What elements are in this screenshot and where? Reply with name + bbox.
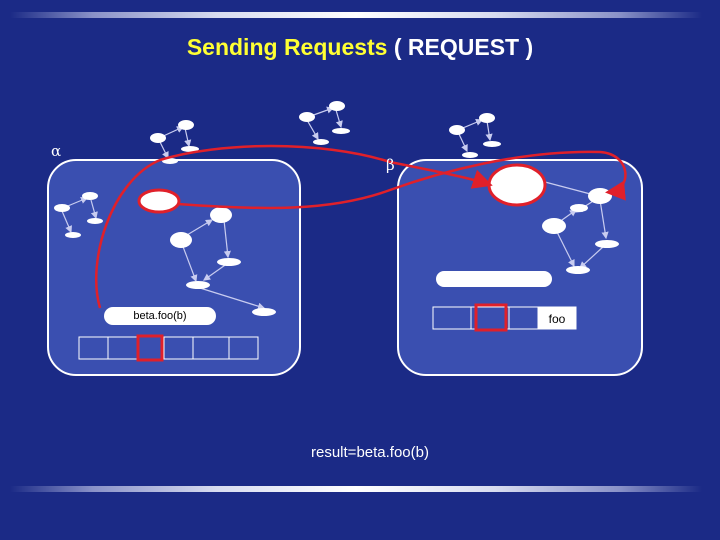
node <box>313 139 329 145</box>
floating-graph-right <box>457 118 493 153</box>
node <box>329 101 345 111</box>
request-path-alpha-to-beta <box>95 144 493 309</box>
node <box>332 128 350 134</box>
slide-title: Sending Requests ( REQUEST ) <box>0 34 720 61</box>
title-sub: ( REQUEST ) <box>393 34 534 60</box>
actor-alpha-label: α <box>51 142 62 160</box>
result-expression: result=beta.foo(b) <box>311 444 429 461</box>
node <box>588 188 612 204</box>
node <box>595 240 619 248</box>
alpha-message-field <box>104 307 216 325</box>
node <box>186 281 210 289</box>
node <box>462 152 478 158</box>
beta-foo-slot <box>537 306 577 330</box>
beta-mailbox-slot-highlight <box>474 303 508 332</box>
node <box>150 133 166 143</box>
node <box>479 113 495 123</box>
node <box>54 204 70 212</box>
alpha-mailbox-queue <box>78 336 259 360</box>
node <box>542 218 566 234</box>
actor-beta-label: β <box>386 156 395 174</box>
alpha-pending-object <box>137 188 181 214</box>
node <box>566 266 590 274</box>
title-main: Sending Requests <box>186 34 388 60</box>
beta-mailbox-queue <box>432 306 539 330</box>
alpha-mailbox-slot-highlight <box>136 334 164 362</box>
call-label: beta.foo(b) <box>133 310 187 322</box>
node <box>170 232 192 248</box>
beta-target-object <box>487 163 547 207</box>
node <box>178 120 194 130</box>
node <box>483 141 501 147</box>
node <box>570 204 588 212</box>
beta-wide-object <box>436 271 552 287</box>
node <box>217 258 241 266</box>
floating-graph-middle <box>306 106 343 141</box>
top-divider-bar <box>10 12 702 18</box>
request-path-object-to-beta <box>177 150 627 210</box>
node <box>65 232 81 238</box>
method-label: foo <box>548 312 566 326</box>
bottom-divider-bar <box>10 486 702 492</box>
node <box>82 192 98 200</box>
node <box>299 112 315 122</box>
node <box>181 146 199 152</box>
node <box>252 308 276 316</box>
node <box>210 207 232 223</box>
node <box>449 125 465 135</box>
node <box>87 218 103 224</box>
